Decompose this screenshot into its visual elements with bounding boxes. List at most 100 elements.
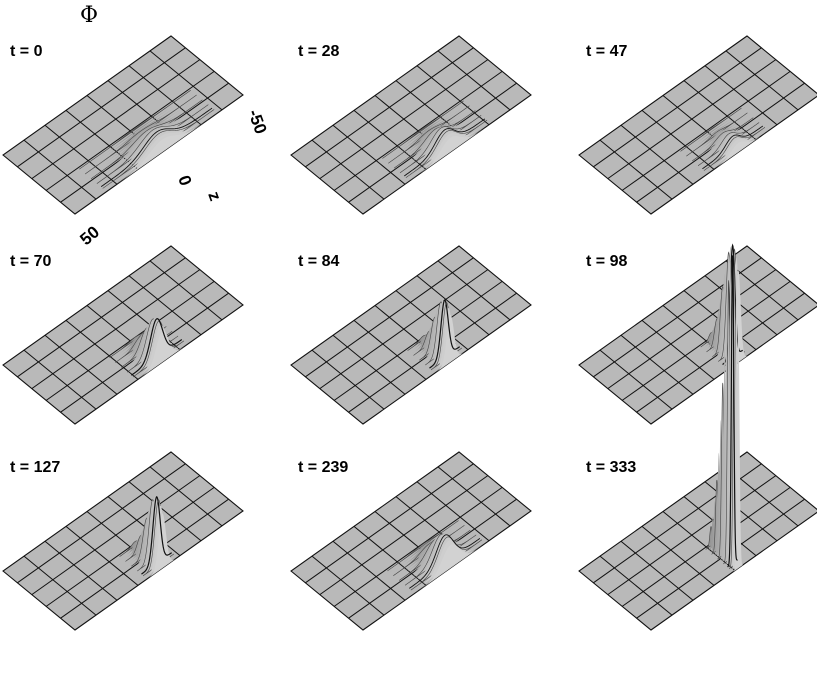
surface-panel: t = 333 bbox=[578, 255, 817, 631]
surface-slice bbox=[106, 112, 218, 192]
surface-panel: t = 28 bbox=[290, 35, 532, 215]
grid-line bbox=[311, 349, 385, 410]
grid-line bbox=[319, 269, 489, 390]
surface-slice bbox=[733, 315, 744, 572]
grid-line bbox=[44, 540, 118, 601]
surface-plane bbox=[578, 451, 817, 631]
surface-slice bbox=[713, 452, 724, 556]
panel-time-label: t = 28 bbox=[298, 43, 339, 60]
grid-line bbox=[416, 275, 490, 336]
grid-line bbox=[437, 260, 511, 321]
grid-line bbox=[333, 486, 503, 607]
surface-slice bbox=[410, 123, 491, 181]
grid-line bbox=[17, 257, 186, 378]
surface-slice bbox=[81, 92, 193, 171]
surface-slice bbox=[684, 111, 746, 155]
surface-slice bbox=[382, 100, 464, 159]
surface-slice bbox=[387, 520, 459, 572]
surface-slice bbox=[682, 109, 744, 153]
grid-line bbox=[725, 50, 799, 111]
axis-tick-50: 50 bbox=[76, 222, 103, 249]
grid-line bbox=[45, 70, 215, 191]
axis-label-z: z bbox=[204, 189, 225, 203]
grid-line bbox=[65, 525, 139, 586]
grid-line bbox=[44, 334, 118, 395]
surface-ridge bbox=[141, 496, 173, 575]
surface-slice bbox=[719, 344, 730, 561]
grid-line bbox=[620, 334, 694, 395]
panel-time-label: t = 0 bbox=[10, 43, 43, 60]
surface-plane bbox=[578, 35, 817, 215]
grid-line bbox=[305, 257, 474, 378]
surface-slice bbox=[680, 107, 742, 152]
grid-line bbox=[149, 260, 223, 321]
surface-panel: t = 47 bbox=[578, 35, 817, 215]
grid-line bbox=[353, 319, 427, 380]
grid-line bbox=[725, 260, 799, 321]
surface-slice bbox=[79, 89, 191, 170]
surface-slice bbox=[721, 309, 732, 563]
surface-ridge bbox=[702, 125, 764, 170]
grid-line bbox=[332, 540, 406, 601]
grid-line bbox=[128, 481, 202, 542]
grid-line bbox=[607, 475, 777, 596]
grid-line bbox=[332, 334, 406, 395]
grid-line bbox=[641, 525, 715, 586]
quantity-label: Φ bbox=[80, 3, 98, 28]
grid-line bbox=[593, 47, 762, 168]
surface-ridge bbox=[429, 299, 461, 369]
surface-panel: t = 127 bbox=[2, 451, 244, 631]
surface-slice bbox=[715, 419, 726, 558]
grid-line bbox=[45, 486, 215, 607]
surface-ridge bbox=[727, 255, 738, 568]
grid-line bbox=[305, 47, 474, 168]
surface-slice bbox=[731, 283, 742, 571]
grid-line bbox=[17, 463, 186, 584]
surface-ridge bbox=[131, 318, 183, 376]
grid-line bbox=[31, 475, 201, 596]
surface-panel: t = 98 bbox=[578, 243, 817, 425]
panel-time-label: t = 70 bbox=[10, 253, 51, 270]
grid-line bbox=[395, 290, 469, 351]
grid-line bbox=[45, 280, 215, 401]
surface-ridge bbox=[409, 534, 481, 589]
grid-line bbox=[332, 124, 406, 185]
grid-line bbox=[128, 65, 202, 126]
panel-time-label: t = 127 bbox=[10, 459, 60, 476]
grid-line bbox=[620, 540, 694, 601]
grid-line bbox=[23, 555, 97, 616]
grid-line bbox=[333, 280, 503, 401]
panel-time-label: t = 98 bbox=[586, 253, 627, 270]
surface-slice bbox=[435, 315, 466, 373]
grid-line bbox=[607, 59, 777, 180]
grid-line bbox=[23, 349, 97, 410]
grid-line bbox=[621, 486, 791, 607]
grid-line bbox=[641, 109, 715, 170]
surface-ridge bbox=[404, 118, 486, 177]
grid-line bbox=[416, 65, 490, 126]
grid-line bbox=[311, 139, 385, 200]
surface-panel: t = 70 bbox=[2, 245, 244, 425]
grid-line bbox=[416, 481, 490, 542]
grid-line bbox=[149, 50, 223, 111]
grid-line bbox=[620, 124, 694, 185]
surface-slice bbox=[147, 513, 178, 579]
surface-slice bbox=[727, 255, 738, 567]
surface-ridge bbox=[100, 107, 213, 188]
surface-panel: t = 84 bbox=[290, 245, 532, 425]
surface-slice bbox=[708, 130, 769, 174]
grid-line bbox=[704, 65, 778, 126]
grid-line bbox=[23, 139, 97, 200]
grid-line bbox=[333, 70, 503, 191]
surface-panel: t = 239 bbox=[290, 451, 532, 631]
grid-line bbox=[149, 466, 223, 527]
grid-line bbox=[65, 319, 139, 380]
panel-grid: t = 0 t = 28 t = 47 t = 70 t = 84 t = 98 t = 1… bbox=[2, 35, 817, 631]
grid-line bbox=[599, 349, 673, 410]
surface-plane bbox=[578, 245, 817, 425]
grid-line bbox=[621, 280, 791, 401]
surface-slice bbox=[415, 543, 486, 594]
grid-line bbox=[305, 463, 474, 584]
grid-line bbox=[641, 319, 715, 380]
grid-line bbox=[353, 525, 427, 586]
